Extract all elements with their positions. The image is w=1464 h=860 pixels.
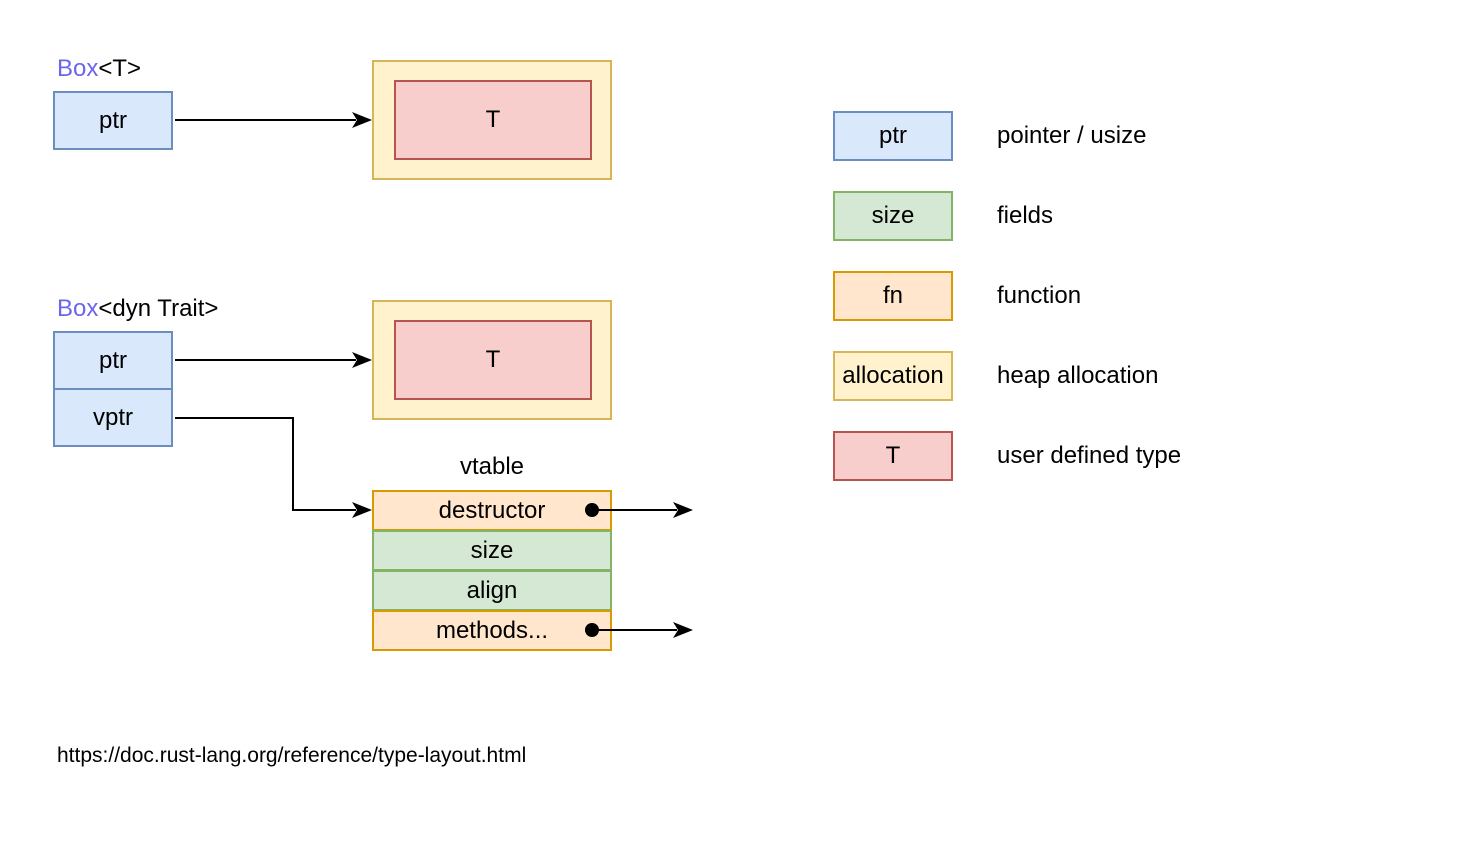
vtable-row-size: size (372, 530, 612, 571)
legend-swatch-allocation: allocation (833, 351, 953, 401)
vtable-title: vtable (459, 453, 525, 480)
box-dyn-value-label: T (485, 346, 501, 373)
box-t-ptr-cell: ptr (53, 91, 173, 150)
box-dyn-value-cell: T (394, 320, 592, 400)
legend-swatch-label: allocation (842, 362, 944, 389)
legend-swatch-user-type: T (833, 431, 953, 481)
legend-description-pointer: pointer / usize (997, 122, 1147, 149)
legend-swatch-fields: size (833, 191, 953, 241)
vtable-row-align: align (372, 570, 612, 611)
box-dyn-vptr-cell: vptr (53, 388, 173, 447)
legend-swatch-label: size (871, 202, 915, 229)
legend-swatch-function: fn (833, 271, 953, 321)
vtable-row-label: methods... (435, 616, 549, 644)
vptr-to-vtable-arrow (175, 417, 372, 518)
box-t-generic: <T> (98, 55, 142, 82)
box-keyword: Box (57, 295, 99, 322)
box-dyn-ptr-arrow (175, 352, 372, 368)
legend-swatch-pointer: ptr (833, 111, 953, 161)
box-keyword: Box (57, 55, 99, 82)
vtable-row-label: align (466, 576, 518, 604)
vtable-row-label: size (470, 536, 514, 564)
box-dyn-vptr-label: vptr (92, 403, 133, 431)
box-t-value-label: T (485, 106, 501, 133)
box-dyn-title: Box<dyn Trait> (57, 295, 219, 322)
legend-description-fields: fields (997, 202, 1054, 229)
box-dyn-generic: <dyn Trait> (98, 295, 219, 322)
vtable-row-label: destructor (438, 496, 546, 524)
legend-description-allocation: heap allocation (997, 362, 1159, 389)
legend-swatch-label: ptr (878, 122, 907, 149)
box-t-ptr-label: ptr (98, 106, 127, 134)
legend-description-user-type: user defined type (997, 442, 1182, 469)
legend-description-function: function (997, 282, 1082, 309)
vtable-row-destructor: destructor (372, 490, 612, 531)
box-t-ptr-arrow (175, 112, 372, 128)
box-t-title: Box<T> (57, 55, 142, 82)
legend-swatch-label: T (885, 442, 901, 469)
box-dyn-ptr-cell: ptr (53, 331, 173, 390)
box-t-value-cell: T (394, 80, 592, 160)
source-url-text: https://doc.rust-lang.org/reference/type… (57, 744, 527, 767)
vtable-row-methods: methods... (372, 610, 612, 651)
box-dyn-ptr-label: ptr (98, 346, 127, 374)
legend-swatch-label: fn (882, 282, 903, 309)
